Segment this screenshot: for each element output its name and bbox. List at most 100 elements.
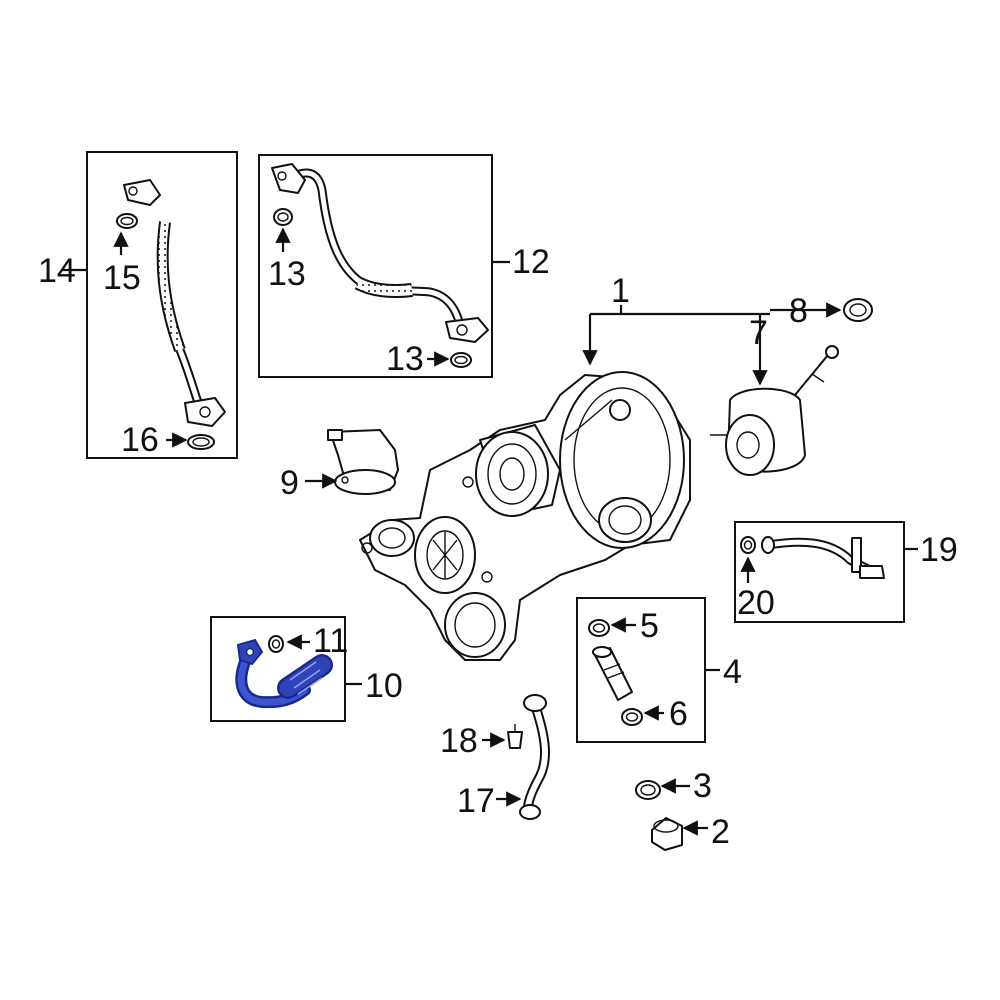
callout-16: 16	[121, 421, 159, 459]
inlet-bore	[487, 443, 537, 505]
washer-13-lower-inner	[454, 355, 468, 365]
banjo-fitting-12-upper	[271, 163, 306, 194]
callout-15: 15	[103, 259, 141, 297]
callout-7: 7	[749, 314, 768, 352]
pipe-17-upper-end	[523, 694, 547, 712]
o-ring-20	[740, 536, 756, 554]
turbine-blades	[432, 532, 458, 578]
flange-fitting-lower	[184, 397, 226, 427]
washer-13-upper-inner	[277, 212, 289, 222]
turbine-wheel	[426, 530, 464, 580]
bolt-18	[507, 731, 523, 749]
oil-feed-pipe-upper	[137, 160, 212, 224]
o-ring-5	[588, 619, 610, 637]
callout-10: 10	[365, 667, 403, 705]
callout-11: 11	[313, 622, 348, 660]
banjo-fitting-upper	[123, 179, 161, 206]
line-19-end	[761, 536, 775, 554]
oil-return-hose-braid	[355, 278, 413, 297]
coolant-fitting-9	[305, 429, 399, 495]
line-19-nipple	[859, 565, 885, 579]
callout-13-lower: 13	[386, 340, 424, 378]
gasket-16	[187, 434, 215, 450]
wastegate-actuator	[710, 322, 839, 476]
coolant-banjo-hole	[245, 647, 255, 657]
gasket-16-inner	[192, 437, 210, 447]
o-ring-6-inner	[625, 712, 639, 722]
manifold-port	[369, 519, 415, 557]
plug-group-4	[576, 597, 720, 743]
washer-3	[635, 780, 661, 800]
callout-4: 4	[723, 653, 742, 691]
actuator-port	[736, 431, 760, 459]
manifold-port-bore	[378, 527, 406, 549]
inlet-bore-inner	[499, 457, 525, 491]
stud-hole-2	[481, 571, 493, 583]
washer-3-inner	[640, 784, 656, 796]
callout-6: 6	[669, 695, 688, 733]
stud-hole-1	[361, 542, 373, 554]
actuator-rod-thread	[811, 373, 825, 383]
group-box-19	[734, 521, 905, 623]
group-box-12	[258, 154, 493, 378]
coolant-fitting-tab	[327, 429, 343, 441]
seal-8	[843, 298, 873, 322]
oil-return-line-group	[258, 154, 510, 378]
pipe-17-lower-end	[519, 804, 541, 820]
exhaust-outlet-bore	[454, 602, 496, 648]
seal-8-inner	[849, 303, 867, 317]
stud-hole-3	[462, 476, 474, 488]
callout-20: 20	[737, 584, 775, 622]
callout-19: 19	[920, 531, 958, 569]
washer-11	[268, 635, 284, 653]
oil-feed-line-group	[62, 151, 238, 459]
coolant-hose-ribs	[289, 661, 323, 695]
callout-2: 2	[711, 813, 730, 851]
actuator-rod-end	[825, 345, 839, 359]
coolant-line-group-19	[734, 521, 918, 623]
coolant-pipe-group-17	[482, 694, 550, 820]
outlet-flange	[598, 497, 652, 543]
oil-return-pipe-outline	[287, 168, 465, 327]
coolant-hose-group	[210, 616, 362, 722]
oil-feed-hose-braid	[158, 221, 184, 352]
outlet-bore	[608, 505, 642, 535]
plug-2	[651, 817, 683, 851]
turbocharger	[359, 302, 842, 661]
exhaust-outlet	[444, 592, 506, 658]
wastegate-rod	[564, 399, 613, 441]
group-box-14	[86, 151, 238, 459]
callout-14: 14	[38, 252, 76, 290]
washer-11-inner	[271, 639, 281, 649]
fitting-12-upper-hole	[277, 171, 287, 181]
line-19-bracket	[851, 537, 862, 573]
callout-5: 5	[640, 607, 659, 645]
washer-15	[116, 213, 138, 229]
wastegate-lever	[609, 399, 631, 421]
seal-8-outer	[843, 298, 873, 322]
compressor-housing-face	[559, 371, 685, 549]
group-box-10	[210, 616, 346, 722]
callout-8: 8	[789, 292, 808, 330]
actuator-rod	[794, 354, 829, 396]
washer-13-upper	[273, 208, 293, 226]
fitting-hole-upper	[128, 186, 138, 196]
washer-13-lower	[450, 352, 472, 368]
washer-15-inner	[120, 216, 134, 226]
callout-17: 17	[457, 782, 495, 820]
o-ring-6	[621, 708, 643, 726]
o-ring-20-inner	[743, 540, 753, 550]
callout-13-upper: 13	[268, 255, 306, 293]
oil-feed-pipe-lower	[177, 349, 203, 409]
adapter-plug-top	[592, 646, 612, 658]
line-19	[767, 539, 872, 573]
oil-return-pipe	[288, 170, 463, 326]
plug-2-top	[653, 819, 679, 833]
callout-12: 12	[512, 243, 550, 281]
callout-1: 1	[611, 272, 630, 310]
flange-12-lower-hole	[456, 324, 468, 336]
callout-18: 18	[440, 722, 478, 760]
flange-hole-lower	[199, 406, 211, 418]
actuator-face	[725, 414, 775, 476]
